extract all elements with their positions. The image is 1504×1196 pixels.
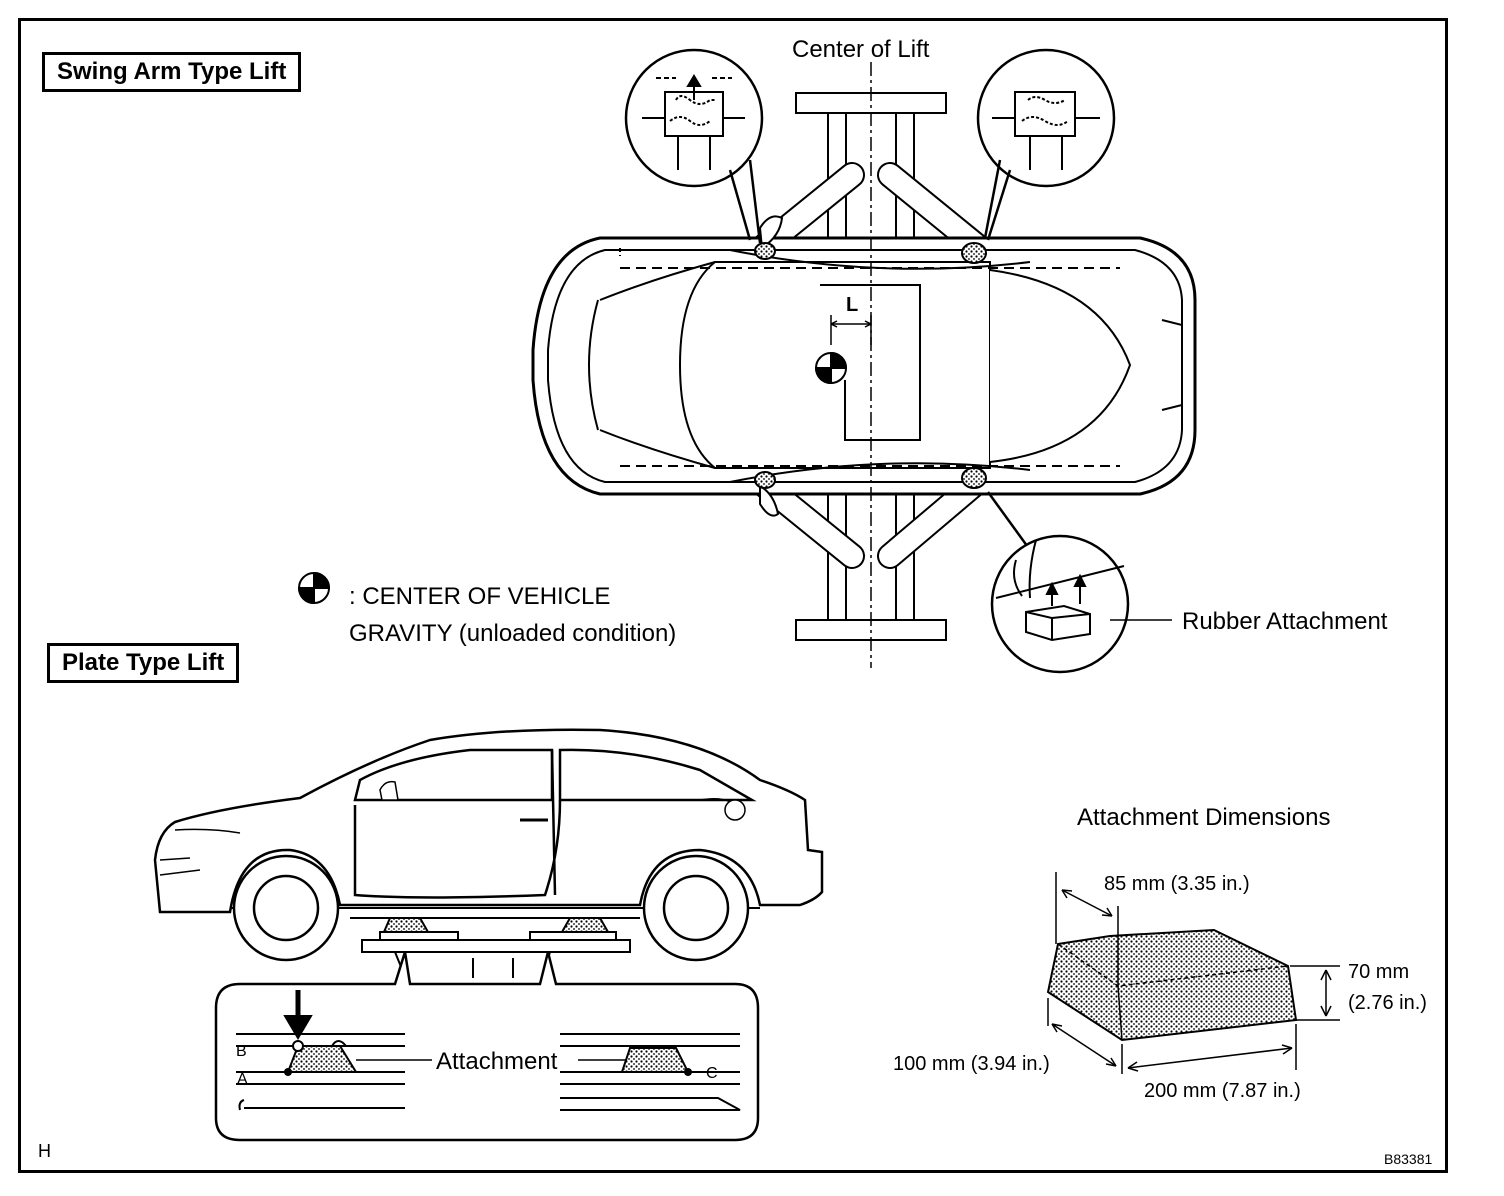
legend-center-of-gravity-icon xyxy=(299,573,329,603)
attachment-dimension-lines xyxy=(1048,872,1340,1074)
dim-height-in-label: (2.76 in.) xyxy=(1348,992,1427,1014)
vehicle-top-view xyxy=(533,216,1195,515)
center-of-lift-label: Center of Lift xyxy=(792,36,930,63)
figure-id: B83381 xyxy=(1384,1151,1433,1167)
plate-detail-right xyxy=(560,1034,740,1110)
center-gravity-line1: : CENTER OF VEHICLE xyxy=(349,583,611,610)
detail-circle-rear-left xyxy=(978,50,1114,240)
vehicle-wheels xyxy=(234,856,748,960)
detail-circle-rubber-attachment xyxy=(988,492,1128,672)
dim-depth-label: 100 mm (3.94 in.) xyxy=(893,1053,1050,1075)
point-A-label: A xyxy=(237,1071,248,1088)
center-gravity-line2: GRAVITY (unloaded condition) xyxy=(349,620,677,647)
rubber-attachment-label: Rubber Attachment xyxy=(1182,608,1388,635)
detail-circle-front-left xyxy=(626,50,762,243)
attachment-block xyxy=(1048,930,1296,1040)
plate-lift-detail-box xyxy=(216,952,758,1140)
plate-detail-left xyxy=(236,990,432,1110)
point-B-label: B xyxy=(236,1043,247,1060)
attachment-label: Attachment xyxy=(436,1048,558,1075)
offset-L-marker xyxy=(831,315,871,345)
offset-L-label: L xyxy=(846,294,859,316)
lift-points xyxy=(755,243,986,488)
attachment-dimensions-title: Attachment Dimensions xyxy=(1077,804,1331,831)
page-code: H xyxy=(38,1141,51,1161)
point-C-label: C xyxy=(706,1065,718,1082)
dim-width-label: 85 mm (3.35 in.) xyxy=(1104,873,1250,895)
figure-frame xyxy=(18,18,1448,1173)
dim-length-label: 200 mm (7.87 in.) xyxy=(1144,1080,1301,1102)
swing-arm-title: Swing Arm Type Lift xyxy=(42,52,302,92)
plate-lift-title: Plate Type Lift xyxy=(47,643,240,683)
plate-lift xyxy=(362,918,630,984)
center-of-gravity-icon xyxy=(816,353,846,383)
dim-height-mm-label: 70 mm xyxy=(1348,961,1410,983)
